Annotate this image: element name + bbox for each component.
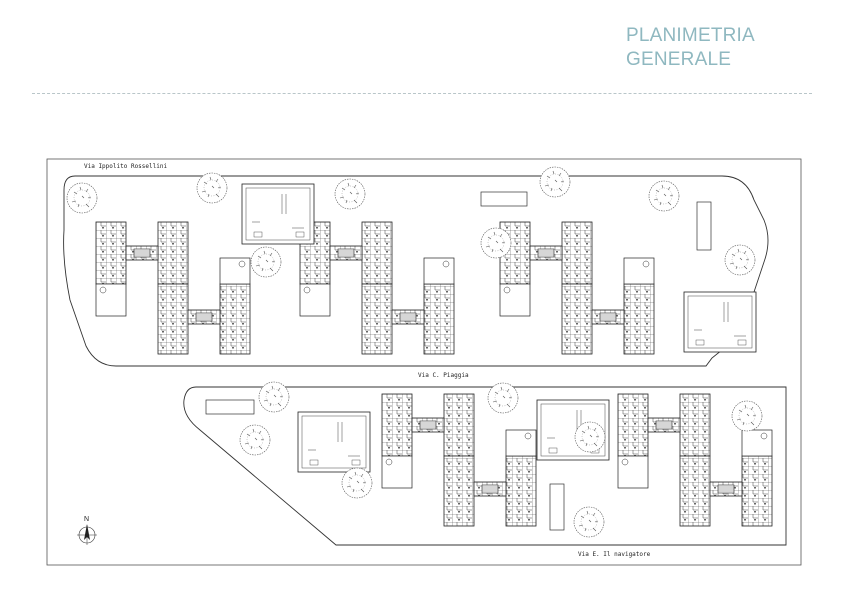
- street-label-south: Via E. Il navigatore: [578, 551, 651, 558]
- tree: [258, 381, 290, 413]
- tree: [648, 180, 680, 212]
- street-label-middle: Via C. Piaggia: [418, 372, 469, 379]
- plan-frame: [46, 158, 802, 566]
- north-arrow: N: [77, 516, 97, 545]
- tree: [731, 400, 763, 432]
- pavilion-north-2: [683, 291, 757, 353]
- tree: [66, 182, 98, 214]
- tree: [334, 178, 366, 210]
- header-divider: [32, 93, 812, 94]
- tree: [724, 244, 756, 276]
- tree: [573, 506, 605, 538]
- tree: [487, 382, 519, 414]
- tree: [574, 421, 606, 453]
- pavilion-south-1: [297, 411, 371, 473]
- north-lot: [63, 175, 769, 367]
- building-south-1: [381, 393, 537, 527]
- shed-south-west: [205, 399, 255, 415]
- south-lot: [183, 386, 787, 546]
- page-title: PLANIMETRIA GENERALE: [626, 24, 755, 72]
- title-line-2: GENERALE: [626, 49, 732, 70]
- street-label-north: Via Ippolito Rossellini: [84, 163, 167, 170]
- building-north-1: [95, 221, 251, 355]
- tree: [239, 424, 271, 456]
- tree: [250, 246, 282, 278]
- pavilion-north-1: [241, 183, 315, 245]
- shed-east: [696, 201, 712, 251]
- building-north-3: [499, 221, 655, 355]
- tree: [341, 467, 373, 499]
- building-north-2: [299, 221, 455, 355]
- tree: [480, 227, 512, 259]
- title-line-1: PLANIMETRIA: [626, 25, 755, 46]
- tree: [196, 172, 228, 204]
- tree: [539, 166, 571, 198]
- shed-south: [549, 483, 565, 531]
- north-arrow-label: N: [84, 516, 89, 523]
- shed-north: [480, 191, 528, 207]
